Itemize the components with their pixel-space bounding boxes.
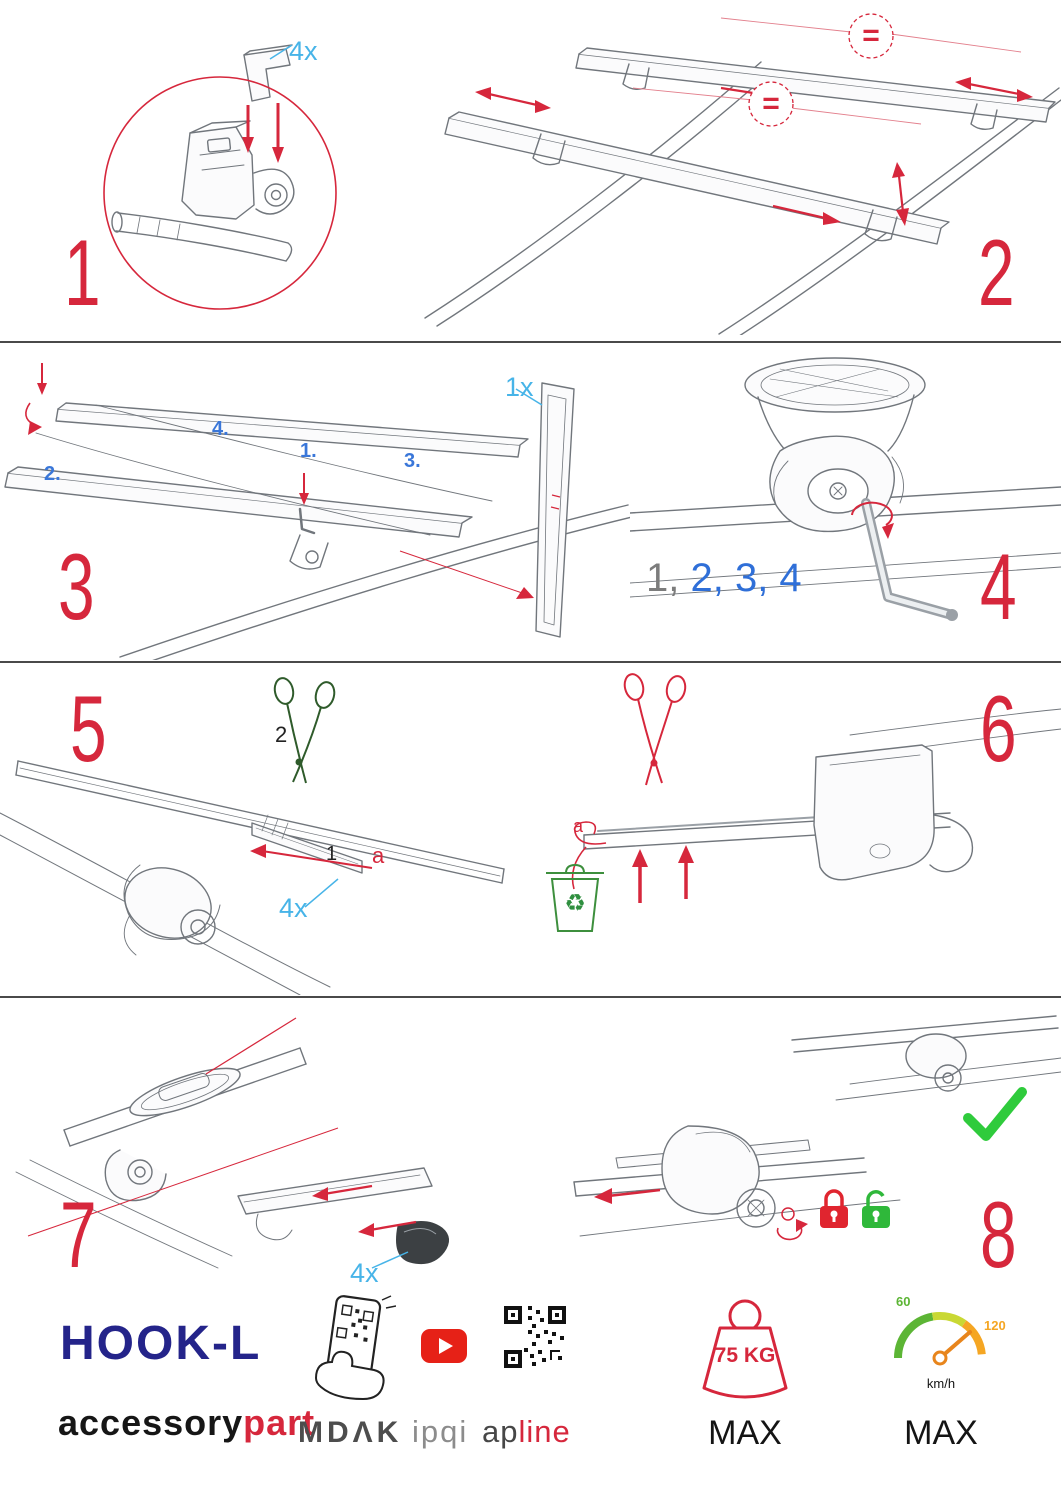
speed-limit-label: MAX — [904, 1414, 978, 1452]
step5-qty-label: 4x — [279, 893, 308, 923]
step3-number: 3 — [58, 534, 95, 639]
step7-qty-label: 4x — [350, 1258, 379, 1288]
equal-spacing-badge-mid: = — [762, 87, 780, 120]
padlock-locked-icon — [820, 1189, 848, 1228]
speed-unit: km/h — [926, 1376, 956, 1391]
step3-order-2: 2. — [44, 463, 61, 485]
step4-number: 4 — [980, 534, 1017, 639]
step8-illustration — [573, 1015, 1061, 1241]
check-icon — [963, 1087, 1027, 1141]
step2-number: 2 — [978, 220, 1015, 325]
trash-bin-icon — [546, 863, 604, 932]
step7-number: 7 — [60, 1182, 97, 1287]
brand-accessorypart: accessorypart — [58, 1402, 315, 1444]
step1-qty-label: 4x — [289, 36, 318, 66]
step3-order-4: 4. — [212, 418, 229, 440]
step6-illustration — [546, 673, 1061, 932]
step6-number: 6 — [980, 676, 1017, 781]
step5-strap-label: 1 — [326, 843, 338, 865]
qr-code — [504, 1306, 566, 1368]
brand-ipqi: ipqi — [412, 1414, 469, 1449]
step3-illustration — [4, 363, 630, 660]
step2-illustration — [424, 13, 1061, 335]
brand-line: line — [518, 1414, 571, 1449]
step5-illustration — [0, 677, 505, 995]
speed-min-tick: 60 — [896, 1294, 911, 1309]
speed-max-tick: 120 — [984, 1318, 1006, 1333]
step1-illustration — [103, 44, 337, 310]
max-load-label: MAX — [708, 1414, 782, 1452]
step3-qty-label: 1x — [505, 372, 534, 402]
step4-illustration — [630, 357, 1061, 621]
max-load-icon — [702, 1299, 788, 1399]
brand-mdak: MDΛK — [298, 1416, 403, 1449]
step5-cut-order-label: 2 — [275, 722, 288, 747]
section-divider-1 — [0, 341, 1061, 343]
recycle-icon: ♻ — [564, 889, 586, 917]
section-divider-2 — [0, 661, 1061, 663]
scissors-icon-green — [273, 677, 336, 784]
brand-ap: ap — [482, 1414, 519, 1449]
brand-apline: apline — [482, 1414, 571, 1450]
brand-part: part — [243, 1402, 316, 1443]
equal-spacing-badge-top: = — [862, 19, 880, 52]
step1-number: 1 — [64, 220, 101, 325]
section-divider-3 — [0, 996, 1061, 998]
youtube-icon — [421, 1329, 467, 1363]
step6-end-label: a — [573, 816, 584, 836]
step3-order-1: 1. — [300, 440, 317, 462]
phone-qr-icon — [314, 1295, 396, 1401]
padlock-unlocked-icon — [862, 1190, 890, 1228]
brand-accessory: accessory — [58, 1402, 244, 1443]
max-load-value: 75 KG — [714, 1344, 776, 1367]
step7-illustration — [15, 1017, 449, 1269]
end-cap-shape — [396, 1221, 449, 1265]
step5-end-label: a — [372, 843, 385, 868]
speedometer-icon — [893, 1312, 986, 1366]
sequence-rest: 2, 3, 4 — [679, 556, 802, 600]
step8-number: 8 — [980, 1182, 1017, 1287]
sequence-first: 1, — [646, 556, 680, 600]
product-logo: HOOK-L — [60, 1317, 262, 1370]
scissors-icon-red — [623, 673, 687, 786]
step4-tighten-sequence: 1, 2, 3, 4 — [646, 556, 802, 601]
step5-number: 5 — [70, 676, 107, 781]
step3-order-3: 3. — [404, 450, 421, 472]
